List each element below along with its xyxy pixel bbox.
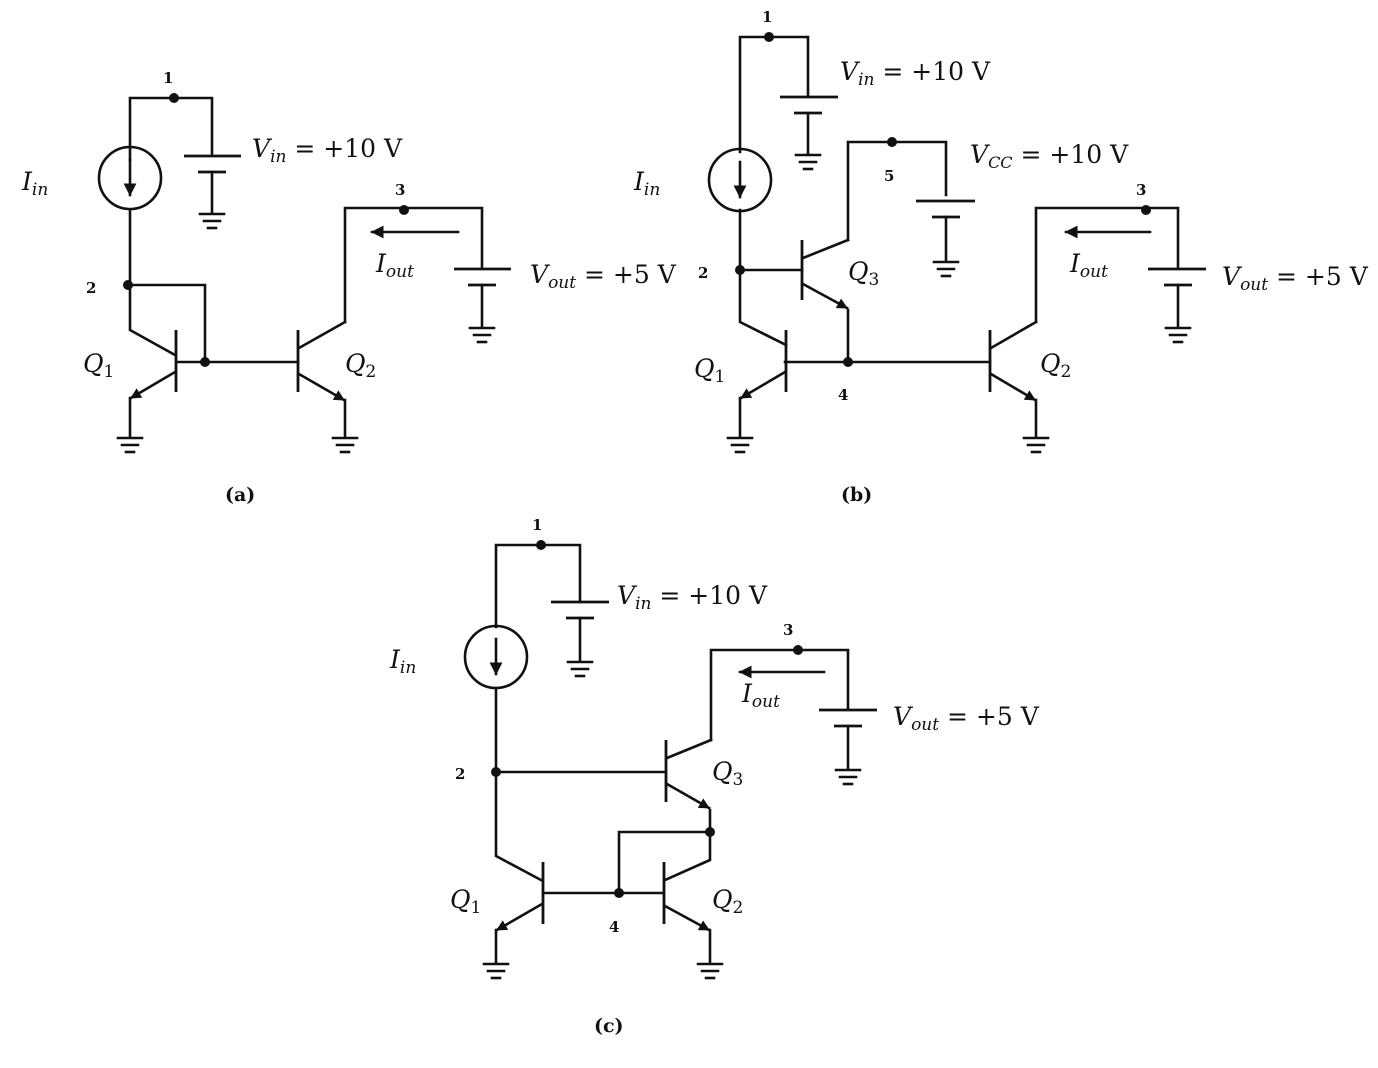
vout-label: Vout = +5 V [1222, 262, 1369, 295]
vout-label: Vout = +5 V [893, 702, 1040, 735]
junction-dot [1141, 205, 1151, 215]
ground-symbol [1164, 326, 1192, 344]
transistor-q3 [800, 238, 850, 310]
junction-dot [536, 540, 546, 550]
junction-dot [764, 32, 774, 42]
iin-label: Iin [21, 167, 48, 200]
caption-b: (b) [841, 484, 872, 506]
current-source [97, 145, 163, 211]
iout-label: Iout [375, 249, 414, 282]
ground-symbol [1022, 436, 1050, 454]
node-label: 4 [838, 386, 848, 404]
vcc-label: VCC = +10 V [970, 140, 1129, 172]
iout-label: Iout [1069, 249, 1108, 282]
junction-dot [169, 93, 179, 103]
ground-symbol [932, 260, 960, 278]
vin-battery [780, 95, 838, 155]
vin-label: Vin = +10 V [840, 57, 991, 90]
q2-label: Q2 [712, 885, 743, 918]
ground-symbol [726, 436, 754, 454]
transistor-q1 [494, 862, 545, 964]
iin-label: Iin [389, 645, 416, 678]
junction-dot [705, 827, 715, 837]
transistor-q1 [128, 330, 178, 438]
q2-label: Q2 [345, 349, 376, 382]
ground-symbol [794, 153, 822, 171]
junction-dot [491, 767, 501, 777]
ground-symbol [482, 962, 510, 980]
junction-dot [123, 280, 133, 290]
ground-symbol [198, 212, 226, 230]
vin-label: Vin = +10 V [617, 581, 768, 614]
node-label: 4 [609, 918, 619, 936]
node-label: 2 [86, 279, 96, 297]
vout-label: Vout = +5 V [530, 260, 677, 293]
node-label: 3 [783, 621, 793, 639]
caption-c: (c) [594, 1015, 624, 1037]
q3-label: Q3 [712, 757, 743, 790]
q1-label: Q1 [450, 885, 481, 918]
circuit-c: 1 2 3 4 Iin Vin = +10 V Iout Vout = +5 V… [389, 516, 1040, 1037]
transistor-q2 [988, 320, 1038, 438]
vin-battery [551, 600, 609, 662]
q3-label: Q3 [848, 257, 879, 290]
caption-a: (a) [225, 484, 255, 506]
node-label: 5 [884, 167, 894, 185]
junction-dot [200, 357, 210, 367]
ground-symbol [566, 660, 594, 678]
iin-label: Iin [633, 167, 660, 200]
transistor-q2 [296, 320, 347, 438]
iout-label: Iout [741, 679, 780, 712]
node-label: 3 [395, 181, 405, 199]
ground-symbol [468, 326, 496, 344]
circuit-a: 1 2 3 Iin Vin = +10 V Iout Vout = +5 V Q… [21, 69, 677, 506]
vin-label: Vin = +10 V [252, 134, 403, 167]
node-label: 1 [532, 516, 542, 534]
node-label: 3 [1136, 181, 1146, 199]
ground-symbol [696, 962, 724, 980]
current-source [707, 147, 773, 213]
vin-battery [184, 154, 241, 214]
transistor-q3 [664, 738, 713, 810]
q1-label: Q1 [83, 349, 114, 382]
transistor-q1 [738, 330, 788, 438]
node-label: 1 [762, 8, 772, 26]
ground-symbol [331, 436, 359, 454]
junction-dot [735, 265, 745, 275]
vcc-battery [916, 199, 975, 262]
node-label: 1 [163, 69, 173, 87]
junction-dot [843, 357, 853, 367]
junction-dot [614, 888, 624, 898]
junction-dot [793, 645, 803, 655]
circuit-b: 1 2 3 4 5 Iin Vin = +10 V VCC = +10 V Io… [633, 8, 1369, 506]
node-label: 2 [698, 264, 708, 282]
vout-battery [819, 708, 877, 770]
node-label: 2 [455, 765, 465, 783]
q2-label: Q2 [1040, 349, 1071, 382]
current-source [463, 624, 529, 690]
q1-label: Q1 [694, 354, 725, 387]
vout-battery [454, 267, 511, 328]
junction-dot [399, 205, 409, 215]
vout-battery [1148, 267, 1206, 328]
wires [128, 96, 484, 364]
ground-symbol [116, 436, 144, 454]
junction-dot [887, 137, 897, 147]
transistor-q2 [662, 862, 712, 964]
ground-symbol [834, 768, 862, 786]
